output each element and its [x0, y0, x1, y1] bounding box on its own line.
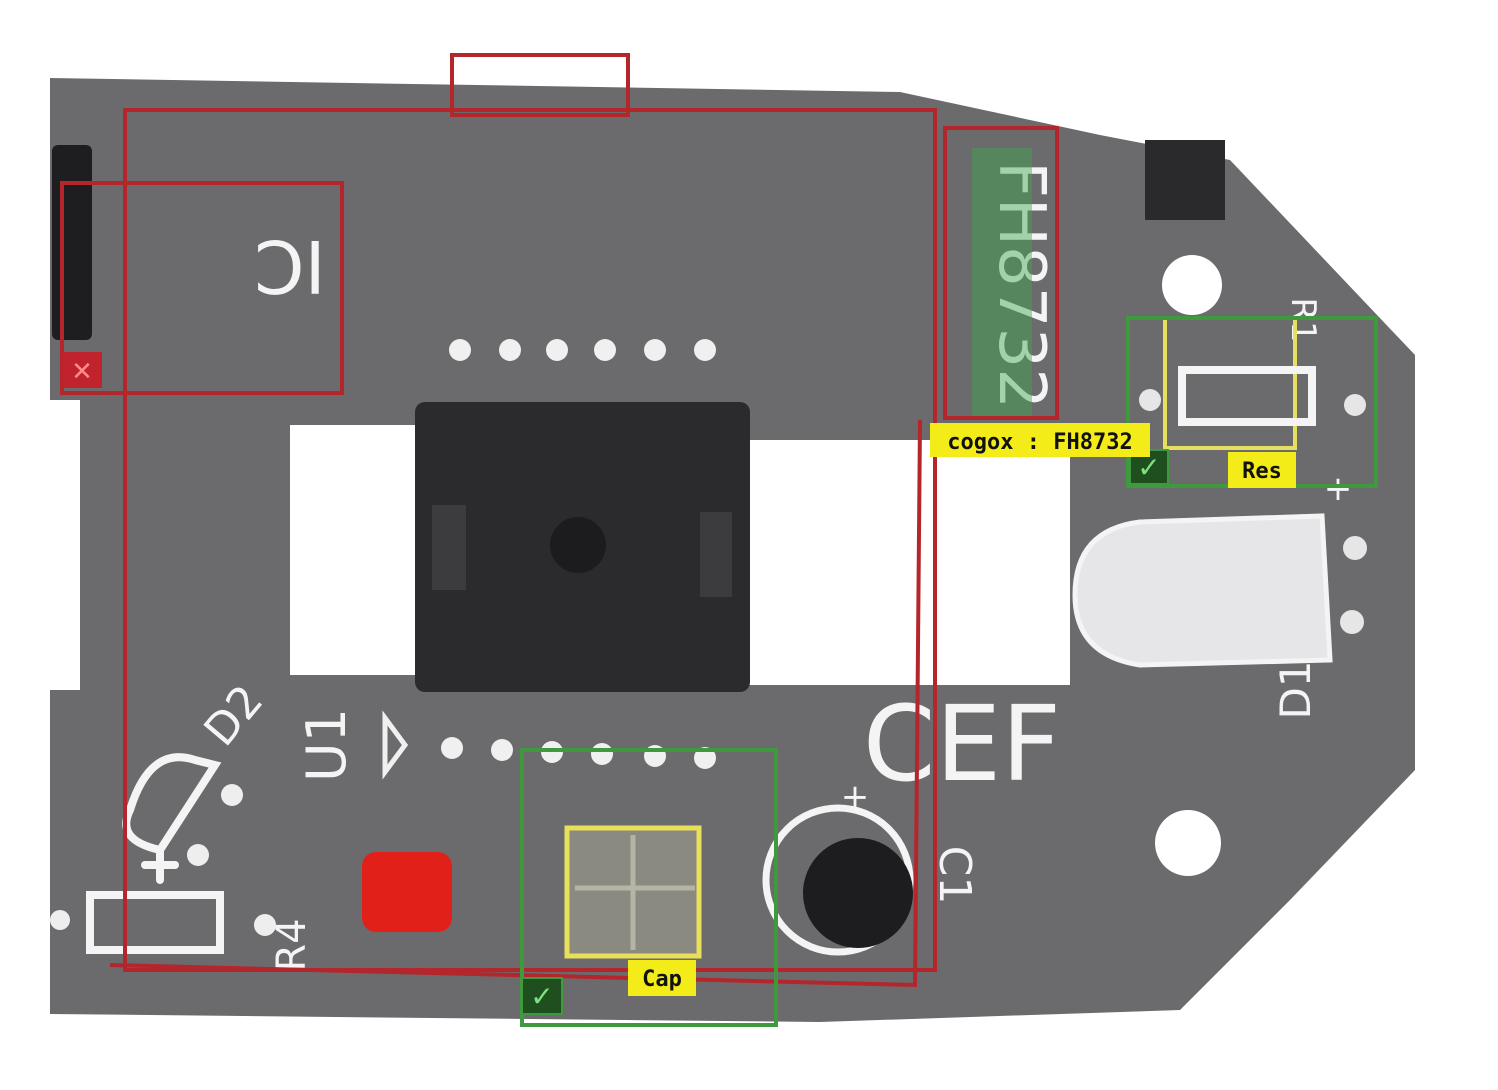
mounting-hole-top	[1162, 255, 1222, 315]
d1-silk-label: D1	[1271, 660, 1320, 719]
res-tag-background	[1228, 452, 1296, 488]
r4-silk-label: R4	[269, 918, 315, 971]
error-box-ic-label	[60, 181, 344, 395]
u1-orientation-marker	[382, 710, 409, 780]
ic-tag: cogox : FH8732	[947, 430, 1132, 455]
u1-silk-label: U1	[295, 708, 358, 782]
d2-diode-outline	[122, 753, 222, 884]
d1-clear-led	[1072, 513, 1333, 668]
ic-tag-background	[930, 423, 1150, 457]
board-cutout-right	[740, 440, 1070, 685]
red-led	[362, 852, 452, 932]
error-box-ic-region	[123, 108, 937, 972]
r4-resistor-outline	[86, 891, 224, 954]
cap-tag: Cap	[642, 967, 682, 992]
c1-capacitor-body	[803, 838, 913, 948]
res-tag: Res	[1242, 459, 1282, 484]
mounting-hole-bottom	[1155, 810, 1221, 876]
ic-silk-label: IC	[254, 224, 326, 308]
edge-connector	[52, 145, 92, 340]
ce-mark: CEF	[863, 683, 1061, 805]
ok-check-badge-capacitor	[521, 977, 563, 1015]
cap-tag-background	[628, 960, 696, 996]
chip-top-pins	[449, 339, 716, 361]
d1-pads	[1340, 536, 1367, 634]
d2-pads	[187, 784, 243, 866]
r1-pads	[1139, 389, 1366, 416]
r4-pads	[50, 910, 276, 936]
d1-plus-sign: +	[1324, 469, 1353, 509]
ic-part-silk-label: FH8732	[984, 161, 1058, 409]
chip-side-pad-right	[700, 512, 732, 597]
error-box-part-number	[943, 126, 1059, 420]
r1-resistor	[1178, 366, 1316, 426]
c1-silk-label: C1	[929, 846, 980, 905]
ok-check-capacitor: ✓	[530, 980, 553, 1013]
error-marker-x: ✕	[71, 357, 93, 387]
ic-part-highlight	[972, 148, 1032, 420]
chip-side-pad-left	[432, 505, 466, 590]
ok-box-capacitor	[520, 748, 778, 1027]
error-box-top-notch	[450, 53, 630, 117]
chip-center-mark	[550, 517, 606, 573]
error-marker	[62, 352, 102, 388]
ok-check-resistor: ✓	[1137, 451, 1160, 484]
error-box-bottom	[109, 419, 922, 988]
top-right-pad	[1145, 140, 1225, 220]
